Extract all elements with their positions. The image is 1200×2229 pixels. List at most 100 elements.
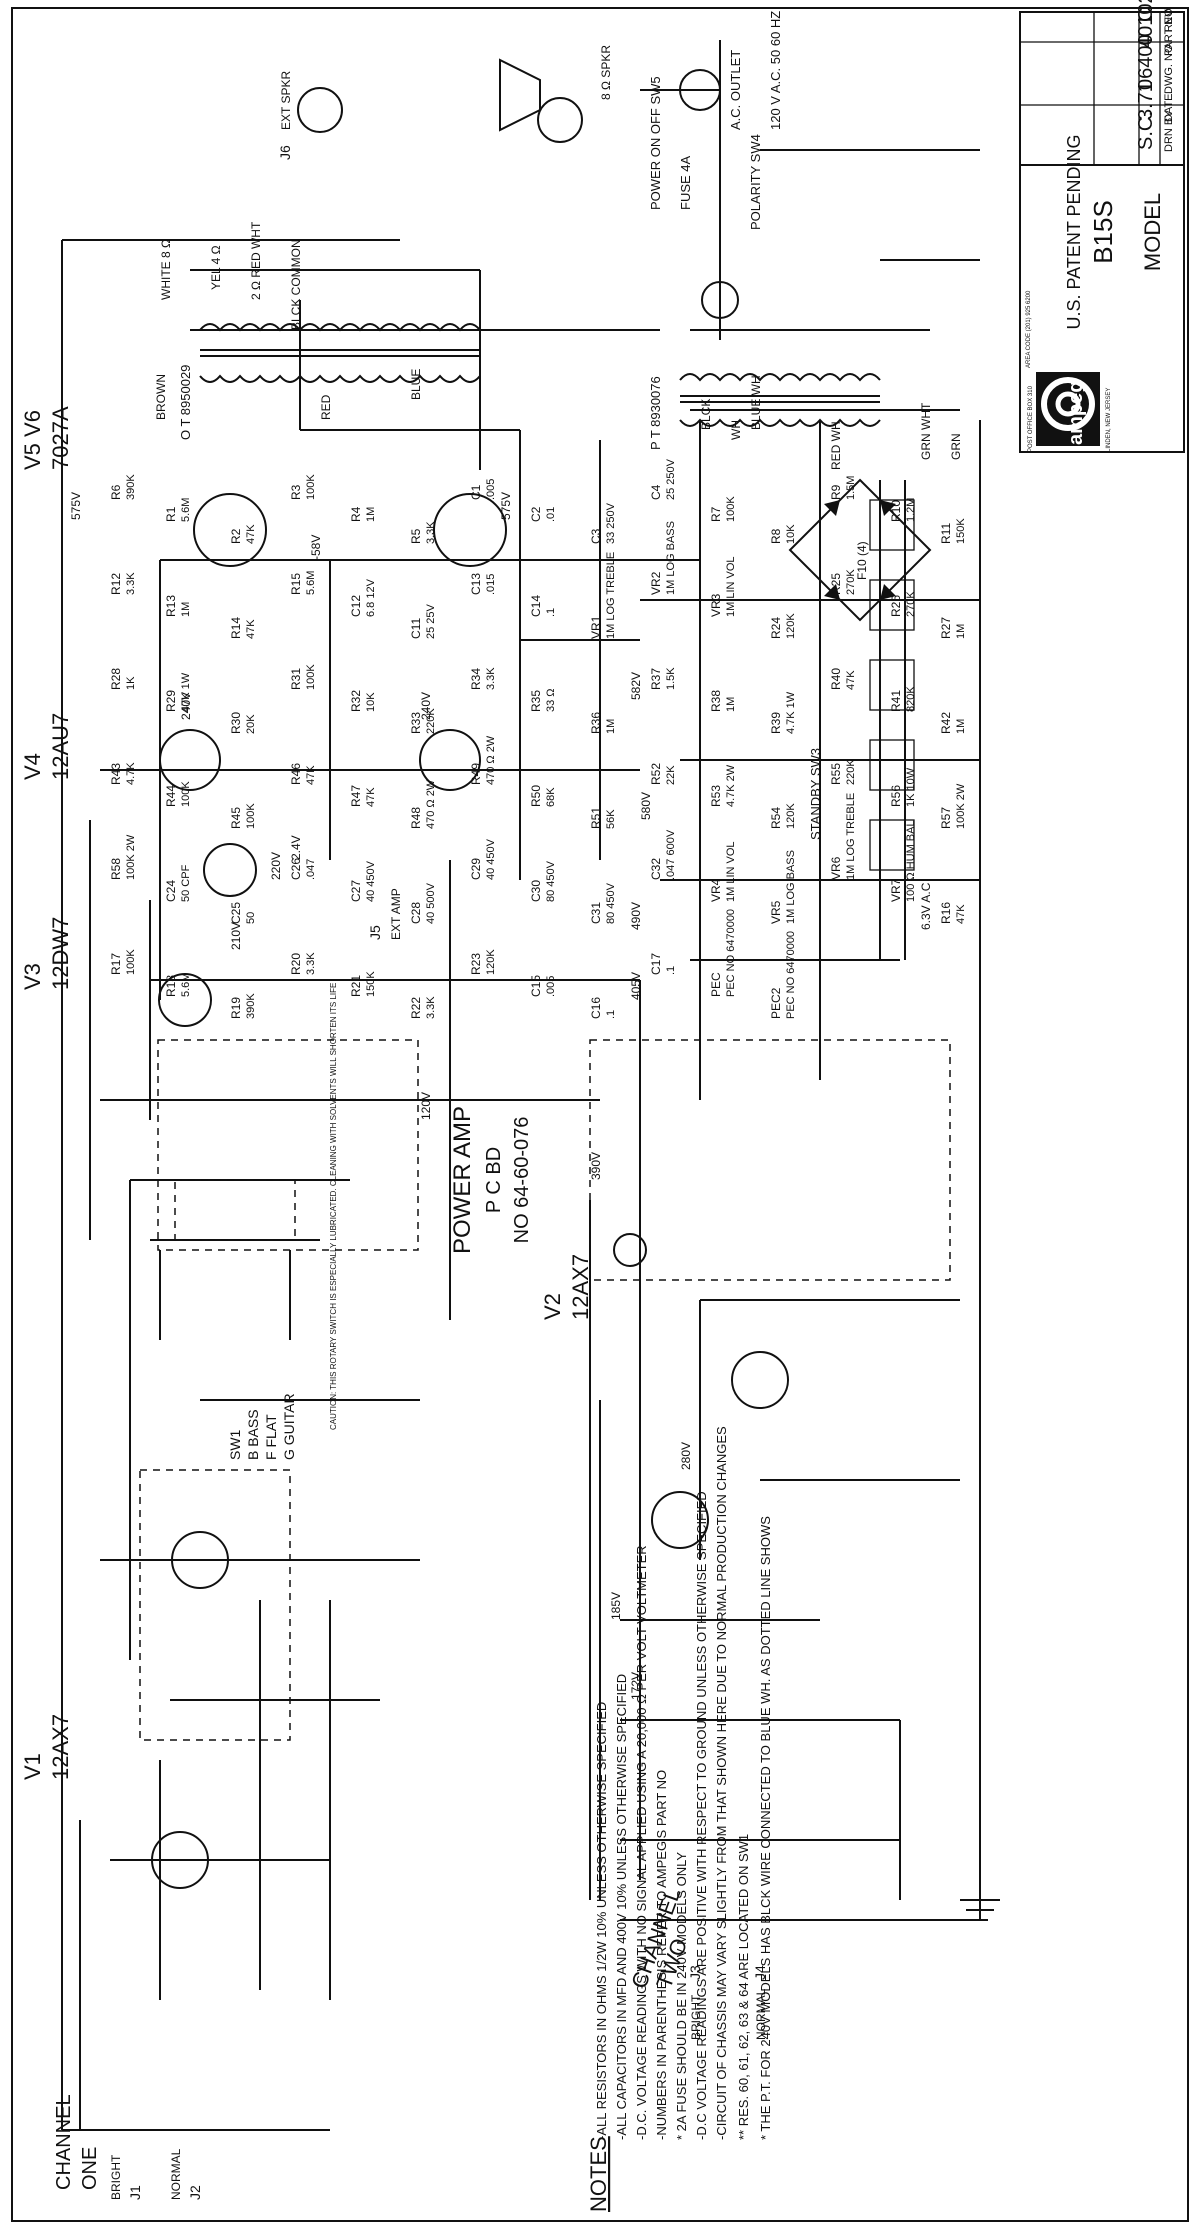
- pilot-lamp-icon: [701, 281, 739, 319]
- component-ref-r4: R4: [349, 506, 363, 522]
- power-amp-number: NO 64-60-076: [511, 1117, 533, 1244]
- rectifier-bridge: [788, 478, 932, 622]
- jack-j6: J6: [277, 145, 293, 160]
- tube-v5-name: V5 V6: [20, 410, 45, 470]
- component-value-r9: 1.5M: [845, 476, 857, 500]
- tube-v1-name: V1: [20, 1753, 45, 1780]
- component-value-r31: 100K: [305, 664, 317, 690]
- component-ref-r43: R43: [109, 763, 123, 785]
- tv-dwg: 06400: [1135, 34, 1157, 90]
- component-value-r29: 47K 1W: [180, 672, 192, 712]
- transformer-tap-label: GRN: [949, 433, 963, 460]
- output-transformer: [199, 323, 481, 383]
- tube-v1-type: 12AX7: [48, 1714, 73, 1780]
- tube-v4-name: V4: [20, 753, 45, 780]
- voltage-reading: 120V: [419, 1092, 433, 1120]
- component-ref-r17: R17: [109, 953, 123, 975]
- transformer-tap-label: BROWN: [154, 374, 168, 420]
- voltage-reading: 280V: [679, 1442, 693, 1470]
- dashed-blocks: [139, 1039, 951, 1741]
- component-ref-c24: C24: [164, 880, 178, 902]
- component-value-r1: 5.6M: [180, 498, 192, 522]
- transformer-tap-label: BLCK COMMON: [289, 239, 303, 330]
- component-value-r22: 3.3K: [425, 996, 437, 1019]
- component-ref-c31: C31: [589, 902, 603, 924]
- tube-v1a-envelope: [171, 1531, 229, 1589]
- jack-j2-normal: NORMAL: [169, 2148, 183, 2200]
- component-ref-c26: C26: [289, 858, 303, 880]
- component-ref-c2: C2: [529, 506, 543, 522]
- note-5: * 2A FUSE SHOULD BE IN 240V MODELS ONLY: [674, 1852, 689, 2140]
- component-value-r51: 56K: [605, 809, 617, 829]
- voltage-reading: 240V: [419, 692, 433, 720]
- component-ref-r7: R7: [709, 506, 723, 522]
- tube-v5-type: 7027A: [48, 406, 73, 470]
- component-ref-c12: C12: [349, 595, 363, 617]
- component-ref-pec: PEC: [709, 972, 723, 997]
- speaker-icon: [499, 58, 541, 132]
- jack-ext-spkr: EXT SPKR: [279, 71, 293, 130]
- component-ref-vr2: VR2: [649, 571, 663, 595]
- component-value-r56: 1K 10W: [905, 767, 917, 807]
- component-ref-r25: R25: [829, 573, 843, 595]
- component-ref-vr3: VR3: [709, 593, 723, 617]
- component-value-r19: 390K: [245, 993, 257, 1019]
- component-ref-c1: C1: [469, 484, 483, 500]
- component-ref-r13: R13: [164, 595, 178, 617]
- component-ref-r1: R1: [164, 506, 178, 522]
- jack-j4: J4: [752, 1965, 768, 1980]
- title-patent: U.S. PATENT PENDING: [1064, 134, 1084, 329]
- power-amp-board: P C BD: [483, 1147, 505, 1213]
- rectifier-label: F10 (4): [855, 541, 869, 580]
- component-ref-r8: R8: [769, 528, 783, 544]
- component-value-c1: .005: [485, 479, 497, 500]
- component-ref-r14: R14: [229, 617, 243, 639]
- note-8: ** RES. 60, 61, 62, 63 & 64 ARE LOCATED …: [736, 1834, 751, 2140]
- tube-v4b-envelope: [419, 729, 481, 791]
- component-ref-c28: C28: [409, 902, 423, 924]
- component-ref-r30: R30: [229, 712, 243, 734]
- component-value-r53: 4.7K 2W: [725, 764, 737, 807]
- jack-j5: J5: [367, 925, 383, 940]
- component-ref-r51: R51: [589, 807, 603, 829]
- component-ref-r15: R15: [289, 573, 303, 595]
- tube-v2-name: V2: [540, 1293, 565, 1320]
- note-9: * THE P.T. FOR 240V MODELS HAS BLCK WIRE…: [758, 1516, 773, 2140]
- th-dwg: DWG. NO: [1163, 44, 1175, 94]
- component-ref-r29: R29: [164, 690, 178, 712]
- component-value-r25: 270K: [845, 569, 857, 595]
- component-value-c14: .1: [545, 608, 557, 617]
- component-ref-r54: R54: [769, 807, 783, 829]
- component-value-r49: 470 Ω 2W: [485, 735, 497, 785]
- voltage-reading: 172V: [629, 1672, 643, 1700]
- tube-v2-type: 12AX7: [568, 1254, 593, 1320]
- logo-ring-icon: [1041, 377, 1095, 431]
- component-ref-r27: R27: [939, 617, 953, 639]
- component-value-r27: 1M: [955, 624, 967, 639]
- power-amp-label: POWER AMP: [449, 1106, 476, 1254]
- component-ref-r28: R28: [109, 668, 123, 690]
- component-ref-r50: R50: [529, 785, 543, 807]
- component-ref-c17: C17: [649, 953, 663, 975]
- component-value-r36: 1M: [605, 719, 617, 734]
- title-block: MODEL B15S U.S. PATENT PENDING DRN BY DA…: [1019, 0, 1185, 453]
- component-value-c11: 25 25V: [425, 603, 437, 639]
- component-ref-c13: C13: [469, 573, 483, 595]
- sw1-flat: F FLAT: [263, 1414, 279, 1460]
- component-value-pec2: PEC NO 6470000: [785, 931, 797, 1019]
- component-value-r24: 120K: [785, 613, 797, 639]
- component-value-r58: 100K 2W: [125, 834, 137, 880]
- component-ref-r33: R33: [409, 712, 423, 734]
- tube-v3a-envelope: [203, 843, 257, 897]
- component-value-r3: 100K: [305, 474, 317, 500]
- speaker-jack-icon: [537, 97, 583, 143]
- th-date: DATE: [1163, 93, 1175, 122]
- component-value-r45: 100K: [245, 803, 257, 829]
- transformer-tap-label: RED: [319, 394, 333, 420]
- component-value-c17: .1: [665, 966, 677, 975]
- jack-ext-amp: EXT AMP: [389, 888, 403, 940]
- component-ref-r11: R11: [939, 523, 953, 544]
- component-value-r43: 4.7K: [125, 762, 137, 785]
- voltage-reading: 210V: [229, 922, 243, 950]
- component-value-c13: .015: [485, 574, 497, 595]
